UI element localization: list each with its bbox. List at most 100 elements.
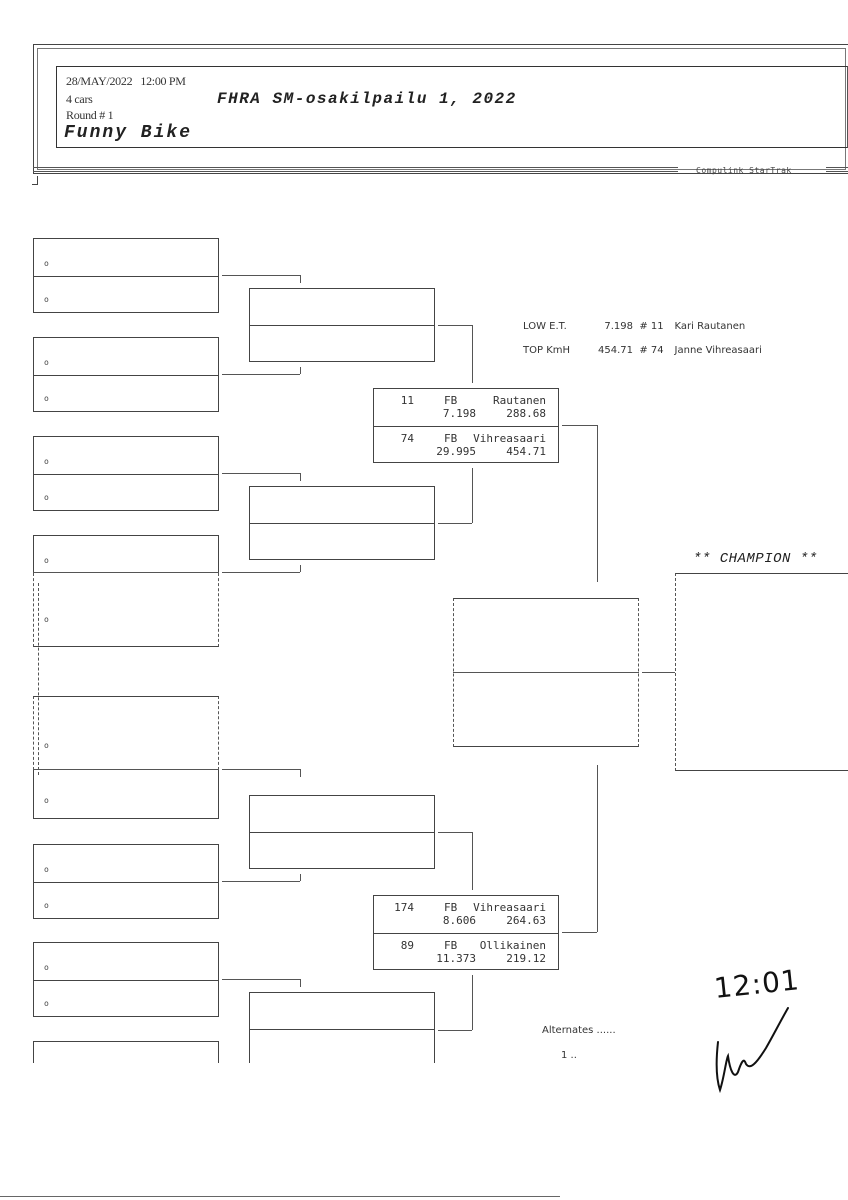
connector <box>222 769 300 770</box>
connector <box>472 468 473 523</box>
speed: 219.12 <box>506 952 546 965</box>
signature-icon <box>715 1007 789 1094</box>
semifinal-1: 11 FB Rautanen 7.198 288.68 74 FB Vihrea… <box>373 388 559 463</box>
driver-name: Ollikainen <box>479 939 546 952</box>
round2-pair-3 <box>249 795 435 869</box>
header-outer-frame <box>33 44 848 174</box>
round1-pair-5-split <box>33 769 219 770</box>
lane-marker: o <box>44 295 49 304</box>
lane-marker: o <box>44 457 49 466</box>
round1-pair-8-partial <box>33 1041 219 1063</box>
car-class: FB <box>444 432 458 445</box>
lane-marker: o <box>44 741 49 750</box>
top-speed-value: 454.71 <box>598 345 633 356</box>
corner-mark <box>32 176 38 185</box>
car-number: 89 <box>400 939 414 952</box>
round1-pair-7: o o <box>33 942 219 1017</box>
lane-marker: o <box>44 259 49 268</box>
connector <box>438 1030 472 1031</box>
connector <box>562 932 597 933</box>
speed: 454.71 <box>506 445 546 458</box>
header-cars: 4 cars <box>66 92 93 106</box>
connector <box>300 473 301 481</box>
connector <box>222 275 300 276</box>
lane-marker: o <box>44 493 49 502</box>
connector <box>300 275 301 283</box>
round2-pair-2 <box>249 486 435 560</box>
final-split <box>453 672 639 673</box>
connector <box>597 425 598 582</box>
semifinal-1-entry-1: 11 FB Rautanen 7.198 288.68 <box>374 389 558 426</box>
elapsed-time: 7.198 <box>442 407 476 420</box>
alternate-1: 1 .. <box>561 1050 577 1061</box>
event-title: FHRA SM-osakilpailu 1, 2022 <box>217 90 517 108</box>
round2-pair-1 <box>249 288 435 362</box>
car-class: FB <box>444 394 458 407</box>
round1-pair-4-top: o <box>33 535 219 573</box>
top-speed-stat: TOP KmH 454.71 # 74 Janne Vihreasaari <box>523 345 762 356</box>
connector <box>472 832 473 890</box>
elapsed-time: 29.995 <box>436 445 476 458</box>
speed: 264.63 <box>506 914 546 927</box>
connector <box>300 769 301 777</box>
lane-marker: o <box>44 901 49 910</box>
speed: 288.68 <box>506 407 546 420</box>
semifinal-1-entry-2: 74 FB Vihreasaari 29.995 454.71 <box>374 426 558 463</box>
round1-pair-5-bottom: o <box>33 770 219 819</box>
car-class: FB <box>444 939 458 952</box>
round1-pair-4-split <box>33 572 219 573</box>
car-number: 174 <box>394 901 414 914</box>
header-datetime: 28/MAY/2022 12:00 PM <box>66 74 186 89</box>
top-speed-label: TOP KmH <box>523 345 571 356</box>
round1-pair-6: o o <box>33 844 219 919</box>
header-time: 12:00 PM <box>140 74 186 88</box>
connector <box>438 523 472 524</box>
driver-name: Vihreasaari <box>473 432 546 445</box>
round1-pair-4-bye: o <box>33 573 219 647</box>
round1-pair-1: o o <box>33 238 219 313</box>
low-et-value: 7.198 <box>604 321 633 332</box>
top-speed-number: # 74 <box>639 345 664 356</box>
connector <box>222 572 300 573</box>
low-et-label: LOW E.T. <box>523 321 567 332</box>
lane-marker: o <box>44 556 49 565</box>
semifinal-2-entry-2: 89 FB Ollikainen 11.373 219.12 <box>374 933 558 970</box>
semifinal-2-entry-1: 174 FB Vihreasaari 8.606 264.63 <box>374 896 558 933</box>
round1-pair-5-bye: o <box>33 696 219 770</box>
handwritten-annotation <box>715 1007 789 1094</box>
connector <box>300 874 301 881</box>
connector <box>222 881 300 882</box>
low-et-number: # 11 <box>639 321 664 332</box>
alternates-label: Alternates ...... <box>542 1025 616 1036</box>
connector <box>472 975 473 1030</box>
car-number: 11 <box>400 394 414 407</box>
semifinal-2: 174 FB Vihreasaari 8.606 264.63 89 FB Ol… <box>373 895 559 970</box>
connector <box>438 832 472 833</box>
car-number: 74 <box>400 432 414 445</box>
low-et-driver: Kari Rautanen <box>674 321 746 332</box>
lane-marker: o <box>44 999 49 1008</box>
lane-marker: o <box>44 963 49 972</box>
top-speed-driver: Janne Vihreasaari <box>674 345 762 356</box>
lane-marker: o <box>44 865 49 874</box>
low-et-stat: LOW E.T. 7.198 # 11 Kari Rautanen <box>523 321 745 332</box>
connector <box>597 765 598 932</box>
lane-marker: o <box>44 615 49 624</box>
lane-marker: o <box>44 394 49 403</box>
round2-pair-4-partial <box>249 992 435 1063</box>
connector <box>438 325 472 326</box>
header-rule-right <box>826 167 848 172</box>
driver-name: Rautanen <box>493 394 546 407</box>
connector <box>642 672 675 673</box>
car-class: FB <box>444 901 458 914</box>
connector <box>222 473 300 474</box>
connector <box>562 425 597 426</box>
elapsed-time: 11.373 <box>436 952 476 965</box>
connector <box>222 979 300 980</box>
connector <box>222 374 300 375</box>
lane-marker: o <box>44 796 49 805</box>
connector <box>300 565 301 572</box>
connector <box>300 367 301 374</box>
round1-pair-2: o o <box>33 337 219 412</box>
elapsed-time: 8.606 <box>442 914 476 927</box>
